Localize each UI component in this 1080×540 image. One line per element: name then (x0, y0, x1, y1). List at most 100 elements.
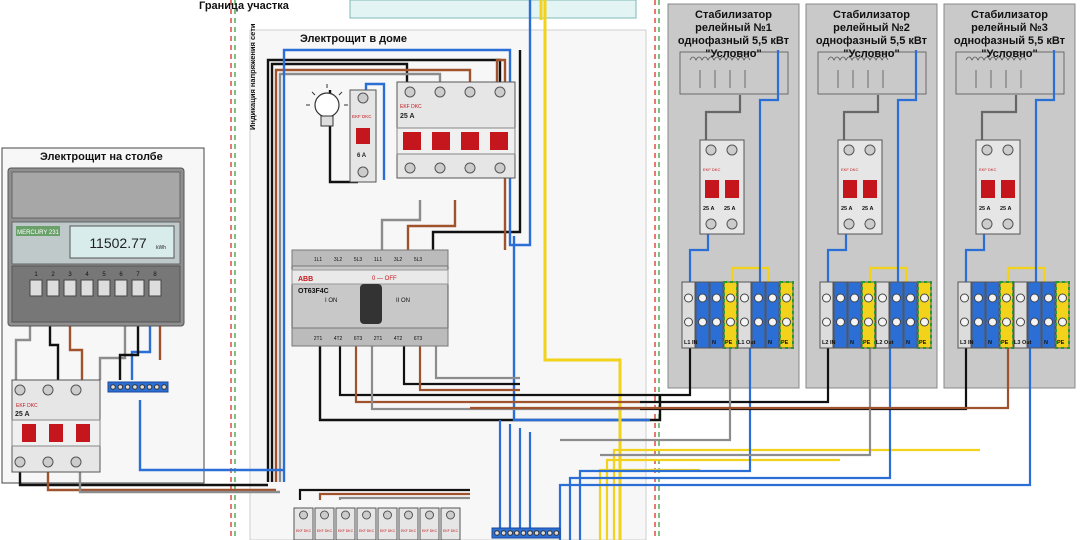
terminal-screw (712, 293, 721, 303)
terminal-block (1055, 281, 1070, 349)
terminal-screw (1016, 293, 1025, 303)
terminal-screw (864, 317, 873, 327)
terminal-screw (712, 317, 721, 327)
switch-off-label: 0 — OFF (372, 276, 397, 282)
pole-panel-label: Электрощит на столбе (40, 151, 163, 163)
distribution-breaker-brand: EKF DKC (359, 529, 375, 533)
stabilizer-breaker-brand: EKF DKC (841, 167, 858, 172)
terminal-n-label: N (988, 340, 992, 346)
distribution-breaker (356, 507, 377, 540)
meter-terminal (148, 279, 162, 297)
distribution-breaker (335, 507, 356, 540)
busbar-screw (553, 530, 560, 536)
terminal-block (861, 281, 876, 349)
breaker-screw (1002, 144, 1014, 156)
terminal-screw (906, 293, 915, 303)
terminal-block (737, 281, 752, 349)
pole-breaker-brand: EKF DKC (16, 403, 38, 409)
terminal-screw (920, 293, 929, 303)
breaker-screw (341, 510, 350, 520)
switch-bottom-terminal-label: 4T2 (334, 336, 343, 342)
terminal-block (985, 281, 1000, 349)
breaker-toggle (725, 180, 739, 198)
terminal-block (889, 281, 904, 349)
busbar-screw (494, 530, 500, 536)
switch-top-terminal-label: 5L3 (414, 257, 423, 263)
breaker-screw (864, 144, 876, 156)
transformer-2-icon (817, 51, 927, 95)
pole-wires (14, 325, 284, 494)
pe-stripe (779, 281, 794, 349)
pole-main-breaker: EKF DKC 25 A (11, 379, 101, 473)
busbar-screw (132, 384, 138, 390)
indicator-breaker: EKF DKC 6 A (349, 89, 377, 183)
terminal-n-label: N (768, 340, 772, 346)
stabilizer-breaker-rating-1: 25 A (841, 206, 852, 212)
breaker-toggle (981, 180, 995, 198)
terminal-screw (782, 293, 791, 303)
breaker-screw (981, 218, 993, 230)
terminal-screw (768, 317, 777, 327)
distribution-breaker (440, 507, 461, 540)
terminal-block (1013, 281, 1028, 349)
distribution-breaker-brand: EKF DKC (401, 529, 417, 533)
breaker-screw (446, 510, 455, 520)
house-main-breaker: EKF DKC 25 A (396, 81, 516, 179)
busbar-screw (507, 530, 514, 536)
terminal-pe-label: PE (781, 340, 789, 346)
terminal-screw (1016, 317, 1025, 327)
terminal-screw (740, 317, 749, 327)
terminal-screw (754, 293, 763, 303)
terminal-screw (864, 293, 873, 303)
terminal-screw (1058, 317, 1067, 327)
busbar-screw (124, 384, 131, 390)
stabilizer-breaker-rating-1: 25 A (703, 206, 714, 212)
terminal-in-label: L2 IN (822, 340, 835, 346)
busbar-screw (527, 530, 533, 536)
stabilizer-breaker-rating-2: 25 A (1000, 206, 1011, 212)
breaker-screw (843, 144, 855, 156)
meter-terminal-number: 6 (119, 272, 123, 278)
stabilizer-breaker-rating-2: 25 A (724, 206, 735, 212)
terminal-screw (988, 293, 997, 303)
distribution-breaker (419, 507, 440, 540)
terminal-screw (836, 293, 845, 303)
distribution-breaker-brand: EKF DKC (317, 529, 333, 533)
terminal-n-label: N (712, 340, 716, 346)
distribution-breaker (314, 507, 335, 540)
terminal-screw (1058, 293, 1067, 303)
switch-bottom-terminal-label: 4T2 (394, 336, 403, 342)
breaker-screw (320, 510, 329, 520)
meter-terminal-number: 3 (68, 272, 72, 278)
meter-display (69, 225, 175, 259)
terminal-screw (740, 293, 749, 303)
switch-top-terminal-label: 3L2 (334, 257, 343, 263)
indicator-breaker-rating: 6 A (357, 153, 367, 159)
stabilizer-breaker-brand: EKF DKC (979, 167, 996, 172)
meter-terminal (63, 279, 77, 297)
pe-stripe (723, 281, 738, 349)
switch-brand: ABB (298, 276, 313, 283)
terminal-screw (960, 293, 969, 303)
switch-model: OT63F4C (298, 288, 329, 295)
pole-breaker-rating: 25 A (15, 411, 30, 418)
switch-bottom-terminal-label: 6T3 (414, 336, 423, 342)
transformer-3-icon (955, 51, 1065, 95)
meter-terminal (80, 279, 94, 297)
meter-terminal (46, 279, 60, 297)
terminal-screw (684, 293, 693, 303)
breaker-screw (299, 510, 308, 520)
terminal-block (751, 281, 766, 349)
switch-top-terminal-label: 3L2 (394, 257, 403, 263)
terminal-screw (892, 317, 901, 327)
switch-pos1-label: I ON (325, 298, 337, 304)
breaker-screw (864, 218, 876, 230)
meter-model-plate (16, 226, 60, 236)
terminal-screw (878, 293, 887, 303)
breaker-screw (843, 218, 855, 230)
terminal-pe-label: PE (1057, 340, 1065, 346)
